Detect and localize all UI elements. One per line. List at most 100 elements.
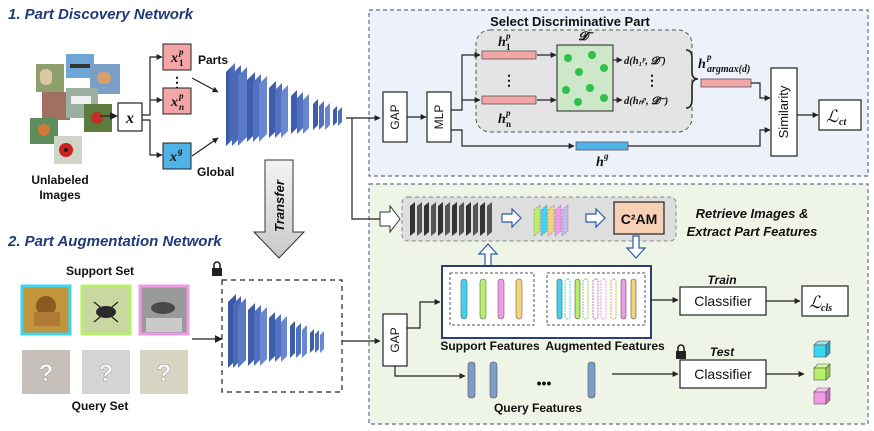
hargmax-base: h: [698, 57, 706, 72]
query-q1: ?: [39, 360, 54, 387]
test-lock-icon: [676, 344, 686, 359]
mlp-label: MLP: [432, 105, 446, 130]
parts-vdots: ⋮: [170, 74, 184, 90]
xnp-base: x: [170, 95, 178, 110]
xg-base: x: [169, 150, 177, 165]
xg-sup: g: [177, 146, 183, 156]
xnp-sub: n: [179, 102, 184, 112]
retrieve-arrow-1: [501, 207, 522, 229]
arrow-mlp-to-h1: [451, 52, 481, 111]
x1p-node: [162, 43, 192, 71]
arrow-retrieve-outline: [379, 204, 401, 234]
hg-sup: g: [603, 151, 609, 161]
xnp-sup: p: [178, 91, 184, 101]
train-classifier-label: Classifier: [694, 293, 752, 309]
c2am-box: [613, 201, 665, 235]
unlabeled-label-line2: Images: [39, 188, 81, 202]
lcls-sub: cls: [821, 303, 832, 314]
d1-label: d(h₁ᵖ, 𝓓⁻): [624, 56, 666, 67]
unlabeled-label-line1: Unlabeled: [31, 173, 88, 187]
query-features-label: Query Features: [494, 401, 582, 415]
x1p-sub: 1: [179, 58, 184, 68]
arrow-parts-to-network: [191, 77, 219, 93]
select-part-title: Select Discriminative Part: [490, 14, 650, 29]
aug-network-frame: [221, 279, 343, 393]
dminus-label: 𝓓⁻: [578, 29, 594, 43]
support-feature-bars: [460, 278, 523, 320]
output-cube-pink: [813, 387, 831, 405]
hnp-sub: n: [506, 119, 511, 129]
arrow-hg-to-similarity: [628, 127, 771, 147]
parts-label: Parts: [198, 53, 228, 67]
x1p-sup: p: [178, 47, 184, 57]
hargmax-sub: argmax(d): [707, 64, 750, 75]
aug-backbone: [228, 294, 324, 368]
transfer-arrow: [252, 159, 306, 259]
section1-title: 1. Part Discovery Network: [8, 6, 194, 23]
arrow-network-to-retrieve: [351, 118, 380, 220]
test-classifier-label: Classifier: [694, 366, 752, 382]
lct-box: [818, 99, 862, 131]
hnp-sup: p: [505, 108, 511, 118]
lcls-box: [801, 285, 849, 317]
support-features-label: Support Features: [440, 339, 540, 353]
train-label: Train: [707, 273, 736, 287]
retrieve-line1: Retrieve Images &: [696, 206, 809, 221]
retrieve-line2: Extract Part Features: [687, 224, 818, 239]
lcls-base: ℒ: [809, 293, 822, 312]
branch-x-to-global: [142, 119, 163, 158]
h1p-base: h: [498, 35, 506, 50]
transfer-label: Transfer: [272, 179, 287, 232]
retrieve-network: [410, 202, 492, 236]
dminus-points: [562, 51, 608, 106]
h1p-bar: [481, 50, 537, 60]
arrow-gap-to-support: [407, 299, 441, 329]
query-set-label: Query Set: [72, 399, 129, 413]
test-label: Test: [710, 345, 735, 359]
h1p-sup: p: [505, 31, 511, 41]
d-vdots: ⋮: [645, 72, 659, 88]
support-set-label: Support Set: [66, 264, 134, 278]
gap-top-label: GAP: [388, 104, 402, 129]
lock-icon: [212, 261, 222, 276]
train-classifier-box: [679, 286, 767, 316]
query-features-dots: •••: [537, 375, 552, 391]
dn-label: d(hₙᵖ, 𝓓⁻): [624, 96, 668, 107]
arrow-support-up: [477, 243, 499, 267]
query-q2: ?: [99, 360, 114, 387]
hnp-bar: [481, 95, 537, 105]
similarity-box: [770, 67, 798, 157]
support-features-group: [449, 272, 535, 326]
retrieve-parts: [533, 204, 569, 237]
augmented-feature-bars: [556, 278, 637, 320]
section2-title: 2. Part Augmentation Network: [7, 233, 222, 250]
support-images: [20, 284, 190, 336]
gap-bottom-label: GAP: [388, 327, 402, 352]
x-label: x: [125, 110, 134, 127]
arrow-mlp-to-hg: [451, 129, 575, 149]
arrow-global-to-network: [191, 137, 219, 157]
gap-bottom-box: [382, 313, 408, 367]
arrow-c2am-down: [625, 235, 647, 259]
hargmax-sup: p: [706, 52, 712, 62]
test-classifier-box: [679, 359, 767, 389]
retrieve-arrow-2: [585, 207, 606, 229]
xnp-node: [162, 87, 192, 115]
output-cube-cyan: [813, 340, 831, 358]
arrow-hargmax-to-similarity: [751, 82, 771, 101]
branch-x-to-parts: [142, 54, 163, 116]
query-q3: ?: [157, 360, 172, 387]
hg-bar: [575, 141, 629, 151]
hg-base: h: [596, 155, 604, 170]
similarity-label: Similarity: [776, 85, 791, 138]
h-vdots: ⋮: [502, 72, 516, 88]
xg-node: [162, 142, 192, 170]
output-cube-green: [813, 363, 831, 381]
hargmax-bar: [700, 78, 752, 88]
x1p-base: x: [170, 51, 178, 66]
brace: [685, 49, 699, 109]
x-node: [117, 102, 143, 132]
augmented-features-label: Augmented Features: [545, 339, 665, 353]
c2am-label: C²AM: [621, 211, 658, 227]
